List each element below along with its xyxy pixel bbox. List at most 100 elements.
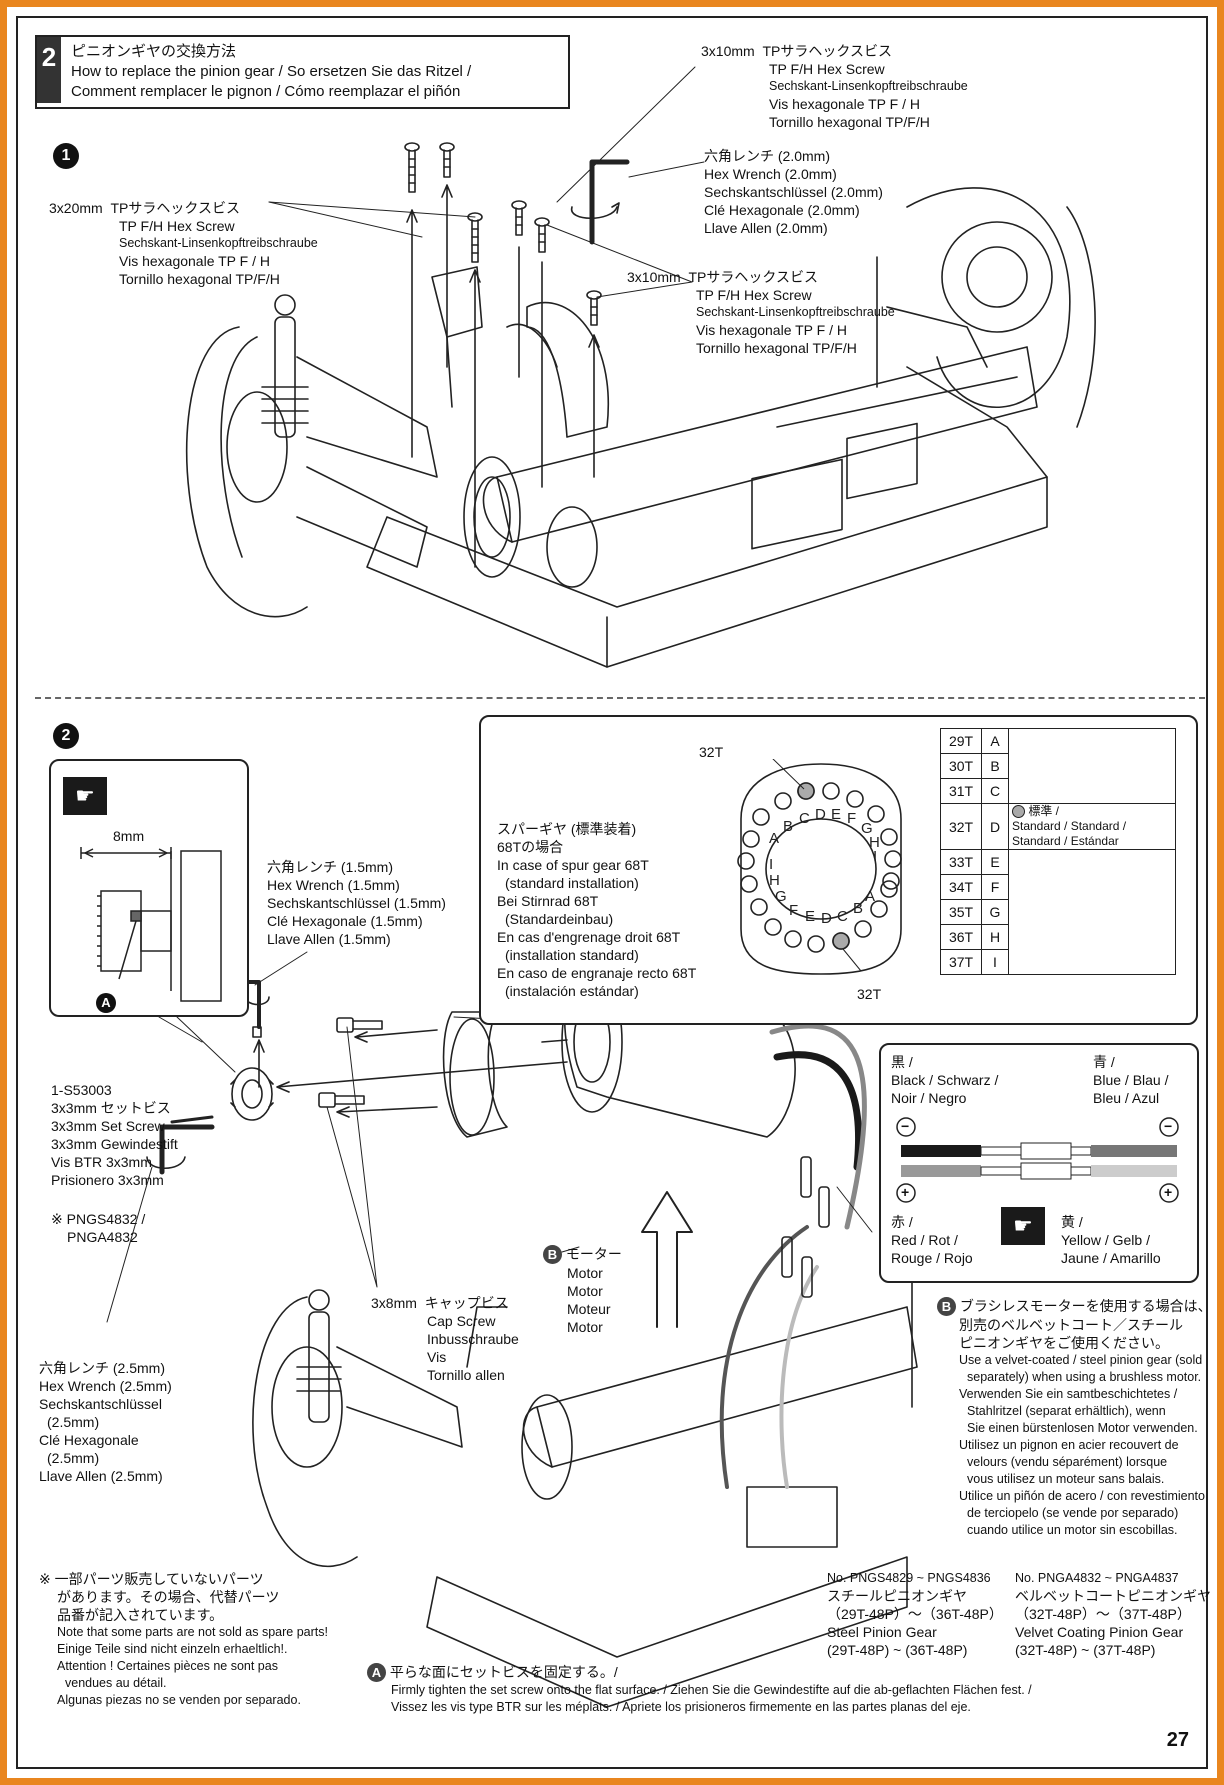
wrench-de2: (2.5mm) <box>47 1414 100 1430</box>
cap-screw-de: Inbusschraube <box>427 1331 519 1347</box>
wrench-es: Llave Allen (1.5mm) <box>267 931 391 947</box>
yellow-jp: 黄 / <box>1061 1214 1083 1230</box>
bottom-chassis-drawing <box>252 1256 918 1708</box>
screw-name-fr: Vis hexagonale TP F / H <box>696 322 847 338</box>
screw-name-fr: Vis hexagonale TP F / H <box>119 253 270 269</box>
substep-1-marker: 1 <box>53 143 79 169</box>
brushless-marker-b: B <box>937 1297 956 1316</box>
hole-letter: H <box>869 834 880 851</box>
hole-letter: G <box>775 888 787 905</box>
screw-name-de: Sechskant-Linsenkopftreibschraube <box>696 305 895 319</box>
spur-gear-en1: In case of spur gear 68T <box>497 857 649 873</box>
wrench-jp: 六角レンチ (1.5mm) <box>267 859 393 875</box>
steel-range: No. PNGS4829 ~ PNGS4836 <box>827 1571 991 1585</box>
hole-letter: C <box>837 908 848 925</box>
position-cell: C <box>981 778 1009 804</box>
wire-connectors-drawing <box>896 1117 1179 1203</box>
hole-letter: D <box>821 910 832 927</box>
brushless-fr3: vous utilisez un moteur sans balais. <box>967 1472 1165 1486</box>
hole-letter: F <box>847 810 856 827</box>
wrench-es: Llave Allen (2.5mm) <box>39 1468 163 1484</box>
wrench-fr: Clé Hexagonale <box>39 1432 139 1448</box>
label-32t-top: 32T <box>699 744 724 760</box>
spare-fr2: vendues au détail. <box>65 1676 167 1690</box>
screw-name-es: Tornillo hexagonal TP/F/H <box>769 114 930 130</box>
spur-gear-caption: スパーギヤ (標準装着) 68Tの場合 In case of spur gear… <box>497 820 696 1000</box>
teeth-cell: 31T <box>940 778 982 804</box>
yellow-2: Jaune / Amarillo <box>1061 1250 1161 1266</box>
wrench-fr2: (2.5mm) <box>47 1450 100 1466</box>
standard-cell: 標準 /Standard / Standard /Standard / Está… <box>1008 803 1176 850</box>
cap-screw-jp: キャップビス <box>424 1295 509 1311</box>
spur-gear-jp2: 68Tの場合 <box>497 839 564 855</box>
hole-letter: F <box>789 902 798 919</box>
motor-marker-b: B <box>543 1245 562 1264</box>
motor-de: Motor <box>567 1283 603 1299</box>
teeth-cell: 33T <box>940 849 982 875</box>
velvet-jp: ベルベットコートピニオンギヤ <box>1015 1588 1211 1604</box>
blue-wire-label: 青 / Blue / Blau / Bleu / Azul <box>1093 1053 1169 1107</box>
teeth-cell: 30T <box>940 753 982 779</box>
hole-letter: A <box>769 830 779 847</box>
page-inner-frame <box>16 16 1208 1769</box>
position-cell: E <box>981 849 1009 875</box>
detail-marker-a: A <box>96 993 116 1013</box>
position-cell: D <box>981 803 1009 850</box>
screw-name-de: Sechskant-Linsenkopftreibschraube <box>119 236 318 250</box>
motor-plate-hole-diagram: A B C D E F G H I I H G F E D C B A <box>737 759 902 975</box>
blue-2: Bleu / Azul <box>1093 1090 1160 1106</box>
spur-gear-es2: (instalación estándar) <box>505 983 639 999</box>
step-title-line2: Comment remplacer le pignon / Cómo reemp… <box>71 83 461 100</box>
hole-letter: B <box>783 818 793 835</box>
cap-screw-en: Cap Screw <box>427 1313 496 1329</box>
spur-gear-fr2: (installation standard) <box>505 947 639 963</box>
hole-letter: I <box>873 848 877 865</box>
step-number: 2 <box>37 37 61 103</box>
red-2: Rouge / Rojo <box>891 1250 973 1266</box>
teeth-cell: 34T <box>940 874 982 900</box>
wrench-en: Hex Wrench (2.5mm) <box>39 1378 172 1394</box>
wiring-box: 黒 / Black / Schwarz / Noir / Negro 青 / B… <box>879 1043 1199 1283</box>
screw-name-es: Tornillo hexagonal TP/F/H <box>119 271 280 287</box>
screw-3x10-mid-callout: 3x10mm TPサラヘックスビス TP F/H Hex Screw Sechs… <box>627 268 895 357</box>
cap-screw-callout: 3x8mm キャップビス Cap Screw Inbusschraube Vis… <box>371 1294 519 1384</box>
brushless-note: B ブラシレスモーターを使用する場合は、 別売のベルベットコート／スチール ピニ… <box>937 1297 1212 1539</box>
top-chassis-drawing <box>185 187 1096 668</box>
set-screw-marker-a: A <box>367 1663 386 1682</box>
page-number: 27 <box>1166 1729 1189 1751</box>
spare-fr1: Attention ! Certaines pièces ne sont pas <box>57 1659 278 1673</box>
standard-line2: Standard / Estándar <box>1012 834 1119 848</box>
screw-3x20-callout: 3x20mm TPサラヘックスビス TP F/H Hex Screw Sechs… <box>49 199 318 288</box>
hole-letter: E <box>805 908 815 925</box>
brushless-fr1: Utilisez un pignon en acier recouvert de <box>959 1438 1179 1452</box>
position-cell: I <box>981 949 1009 975</box>
velvet-spec-jp: （32T-48P）～（37T-48P） <box>1015 1606 1191 1622</box>
screw-name-en: TP F/H Hex Screw <box>119 218 235 234</box>
set-screw-note-jp: 平らな面にセットビスを固定する。/ <box>389 1664 618 1680</box>
spare-en: Note that some parts are not sold as spa… <box>57 1625 328 1639</box>
motor-callout: B モーター Motor Motor Moteur Motor <box>543 1245 622 1336</box>
hex-wrench-15-callout: 六角レンチ (1.5mm) Hex Wrench (1.5mm) Sechska… <box>267 858 446 948</box>
step-title-line1: How to replace the pinion gear / So erse… <box>71 63 472 80</box>
plus-left: + <box>901 1184 910 1200</box>
red-1: Red / Rot / <box>891 1232 958 1248</box>
teeth-cell: 36T <box>940 924 982 950</box>
cap-screw-size: 3x8mm <box>371 1295 417 1311</box>
black-2: Noir / Negro <box>891 1090 967 1106</box>
spur-gear-jp1: スパーギヤ (標準装着) <box>497 821 637 837</box>
teeth-cell: 37T <box>940 949 982 975</box>
screw-name-jp: TPサラヘックスビス <box>110 200 240 216</box>
plus-right: + <box>1164 1184 1173 1200</box>
motor-fr: Moteur <box>567 1301 611 1317</box>
note-cell <box>1008 728 1176 804</box>
brushless-es3: cuando utilice un motor sin escobillas. <box>967 1523 1178 1537</box>
screw-name-fr: Vis hexagonale TP F / H <box>769 96 920 112</box>
brushless-de3: Sie einen bürstenlosen Motor verwenden. <box>967 1421 1198 1435</box>
spur-gear-fr1: En cas d'engrenage droit 68T <box>497 929 681 945</box>
set-screw-de: 3x3mm Gewindestift <box>51 1136 178 1152</box>
